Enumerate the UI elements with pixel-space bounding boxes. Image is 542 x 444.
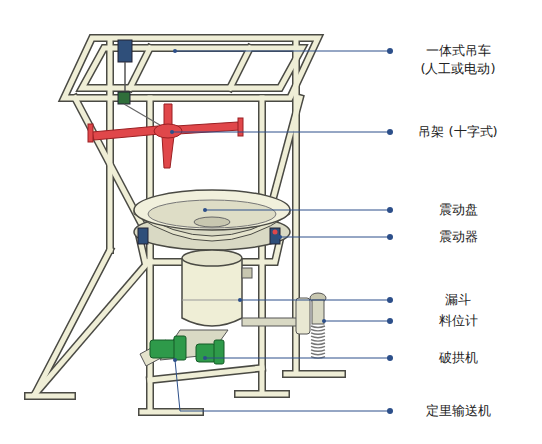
part-label: 吊架 (十字式)	[418, 123, 498, 141]
coil-winding	[311, 346, 325, 348]
coil-winding	[311, 326, 325, 328]
part-label: 料位计	[398, 312, 518, 330]
coil-winding	[311, 353, 325, 355]
coil-winding	[311, 333, 325, 335]
part-label: 一体式吊车 (人工或电动)	[403, 42, 513, 78]
part-label: 破拱机	[398, 349, 518, 367]
coil-winding	[311, 350, 325, 352]
coil-winding	[311, 329, 325, 331]
part-label: 漏斗	[398, 291, 518, 309]
coil-winding	[311, 336, 325, 338]
part-label: 震动盘	[398, 201, 518, 219]
part-label: 定里输送机	[398, 402, 518, 420]
coil-winding	[311, 340, 325, 342]
part-label: 震动器	[398, 228, 518, 246]
coil-winding	[311, 343, 325, 345]
